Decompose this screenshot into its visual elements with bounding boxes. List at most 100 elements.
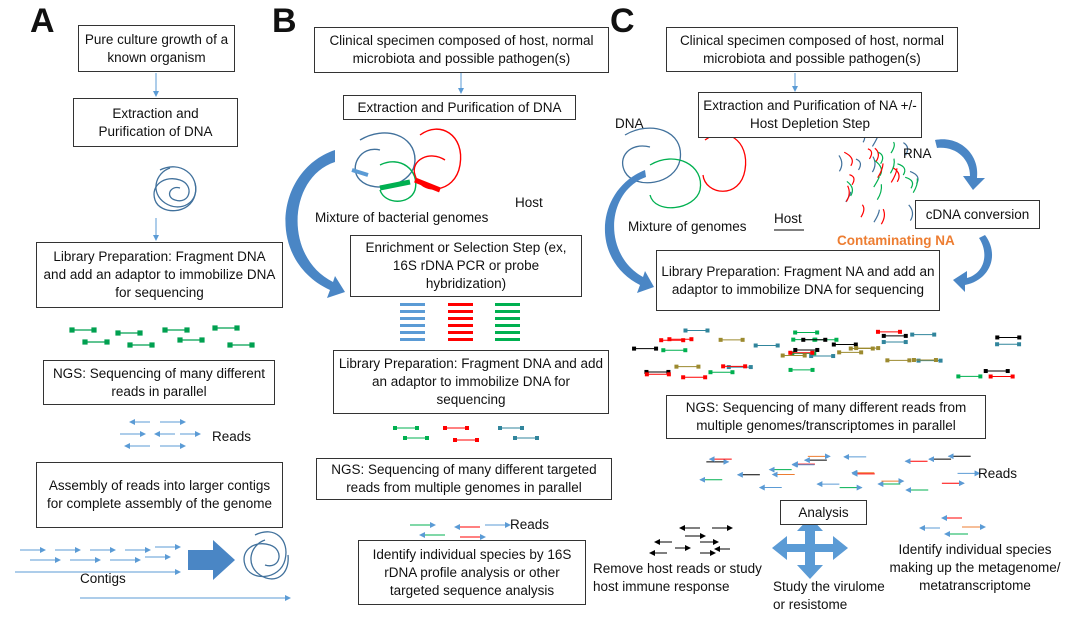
adaptor [881,340,886,345]
b-step-library: Library Preparation: Fragment DNA and ad… [333,350,609,414]
c-analysis: Analysis [780,500,867,525]
adaptor [956,374,961,379]
host-reads [649,525,733,556]
adaptor [978,374,983,379]
amplicon-bar [448,338,473,341]
adaptor [793,330,798,335]
amplicon-bar [495,324,520,327]
a-step-assembly: Assembly of reads into larger contigs fo… [36,462,283,528]
c-out-species: Identify individual species making up th… [889,542,1061,593]
adaptor [227,342,233,348]
curved-arrow-b [285,150,345,298]
bacterial-genomes [351,128,462,202]
c-step-ngs: NGS: Sequencing of many different reads … [666,395,986,439]
species-reads [919,515,986,537]
adaptor [788,350,793,355]
adaptor [465,426,469,430]
adaptor [988,374,993,379]
amplicon-bar [495,310,520,313]
adaptor [91,327,97,333]
b-step-extraction: Extraction and Purification of DNA [343,95,576,120]
adaptor [393,426,397,430]
adaptor [82,339,88,345]
adaptor [791,337,796,342]
curved-arrow-c-left [604,170,654,293]
adaptor [705,328,710,333]
adaptor [425,436,429,440]
reads-b [393,426,539,540]
rna-fragment [876,184,883,201]
amplicon-bar [400,317,425,320]
adaptor [837,350,842,355]
adaptor [520,426,524,430]
contigs-a [15,544,291,601]
rna-fragment [880,208,886,225]
adaptor [876,346,881,351]
adaptor [730,370,735,375]
adaptor [498,426,502,430]
rna-fragment [878,151,884,165]
adaptor [793,347,798,352]
adaptor [475,438,479,442]
adaptor [666,372,671,377]
adaptor [644,372,649,377]
adaptor [115,330,121,336]
adaptor [780,353,785,358]
rna-fragment [873,209,880,223]
amplicon-bar [495,303,520,306]
rna-fragment [889,158,895,174]
adaptor [683,328,688,333]
a-reads-label: Reads [212,429,252,444]
amplicon-bar [448,303,473,306]
amplicon-bar [495,317,520,320]
adaptor [696,364,701,369]
amplicon-bar [400,324,425,327]
big-right-arrow [188,540,235,580]
adaptor [632,346,637,351]
rna-fragment [838,155,843,172]
adaptor [1005,369,1010,374]
adaptor [753,343,758,348]
adaptor [721,364,726,369]
a-step-culture: Pure culture growth of a known organism [78,25,235,72]
adaptor [938,358,943,363]
adaptor [149,342,155,348]
adaptor [681,375,686,380]
adaptor [809,354,814,359]
adaptor [897,329,902,334]
adaptor [415,426,419,430]
amplicon-bar [400,338,425,341]
rna-fragment [874,147,879,162]
amplicon-bar [400,310,425,313]
b-step-identify: Identify individual species by 16S rDNA … [358,540,586,605]
rna-fragment [890,168,898,183]
adaptor [453,438,457,442]
adaptor [667,337,672,342]
adaptor [831,354,836,359]
mixed-genomes [622,127,747,209]
rna-fragment [897,163,906,176]
curved-arrow-rna [935,139,985,190]
adaptor [703,375,708,380]
c-out-host: Remove host reads or study host immune r… [593,561,762,594]
adaptor [983,369,988,374]
adaptor [740,337,745,342]
enriched-amplicons [400,303,520,341]
adaptor [933,358,938,363]
panel-c-label: C [610,2,635,40]
adaptor [69,327,75,333]
c-cdna-conversion: cDNA conversion [915,200,1040,229]
adaptor [859,350,864,355]
adaptor [1010,374,1015,379]
adaptor [726,365,731,370]
b-reads-label: Reads [510,517,550,532]
c-step-extraction: Extraction and Purification of NA +/- Ho… [698,92,922,138]
adaptor [911,358,916,363]
adaptor [403,436,407,440]
rna-fragments [838,127,919,225]
rna-fragment [871,156,876,173]
adaptor [903,333,908,338]
rna-fragment [867,148,873,160]
amplicon-bar [400,303,425,306]
amplicon-bar [495,338,520,341]
